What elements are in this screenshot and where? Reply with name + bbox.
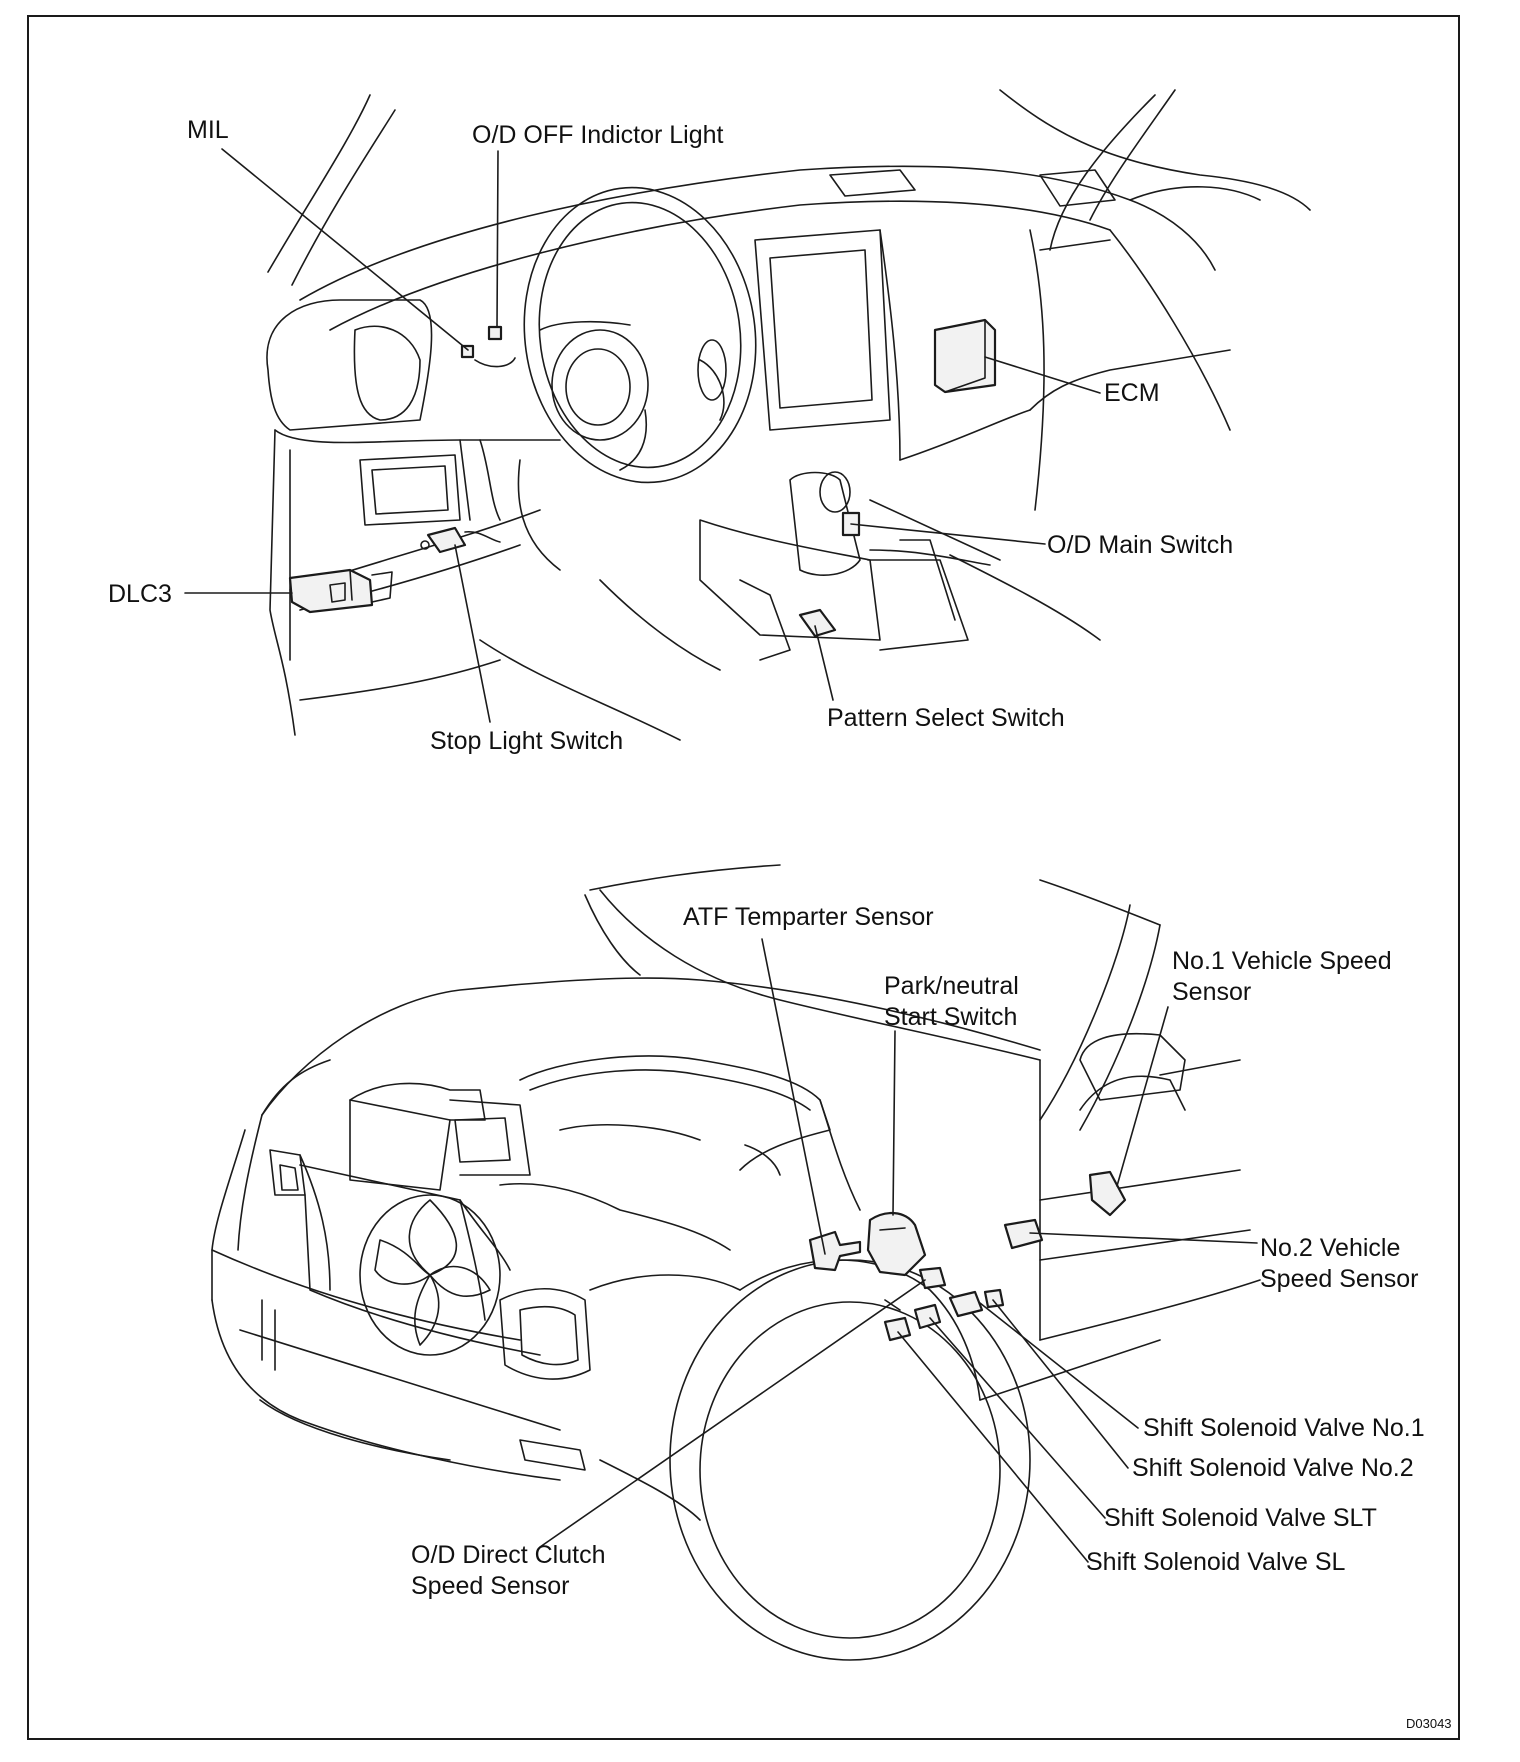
label-park-neutral-start-switch: Park/neutral Start Switch	[884, 972, 1019, 1031]
label-stop-light-switch: Stop Light Switch	[430, 727, 624, 755]
label-no1-vehicle-speed-sensor: No.1 Vehicle Speed Sensor	[1172, 947, 1392, 1006]
label-shift-solenoid-valve-sl: Shift Solenoid Valve SL	[1086, 1548, 1346, 1576]
label-ecm: ECM	[1104, 379, 1160, 407]
label-atf-temparter-sensor: ATF Temparter Sensor	[683, 903, 934, 931]
label-shift-solenoid-valve-no2: Shift Solenoid Valve No.2	[1132, 1454, 1414, 1482]
dashboard-illustration	[266, 89, 1311, 741]
label-shift-solenoid-valve-no1: Shift Solenoid Valve No.1	[1143, 1414, 1425, 1442]
label-od-off-indicator-light: O/D OFF Indictor Light	[472, 121, 724, 149]
label-dlc3: DLC3	[108, 580, 172, 608]
figure-code: D03043	[1406, 1716, 1452, 1731]
label-od-direct-clutch-speed-sensor: O/D Direct Clutch Speed Sensor	[411, 1541, 606, 1600]
leader-lines	[184, 148, 1258, 1563]
label-pattern-select-switch: Pattern Select Switch	[827, 704, 1065, 732]
label-mil: MIL	[187, 116, 229, 144]
label-shift-solenoid-valve-slt: Shift Solenoid Valve SLT	[1104, 1504, 1377, 1532]
figure-frame	[27, 15, 1460, 1740]
label-no2-vehicle-speed-sensor: No.2 Vehicle Speed Sensor	[1260, 1234, 1419, 1293]
vehicle-illustration	[211, 864, 1261, 1661]
label-od-main-switch: O/D Main Switch	[1047, 531, 1234, 559]
